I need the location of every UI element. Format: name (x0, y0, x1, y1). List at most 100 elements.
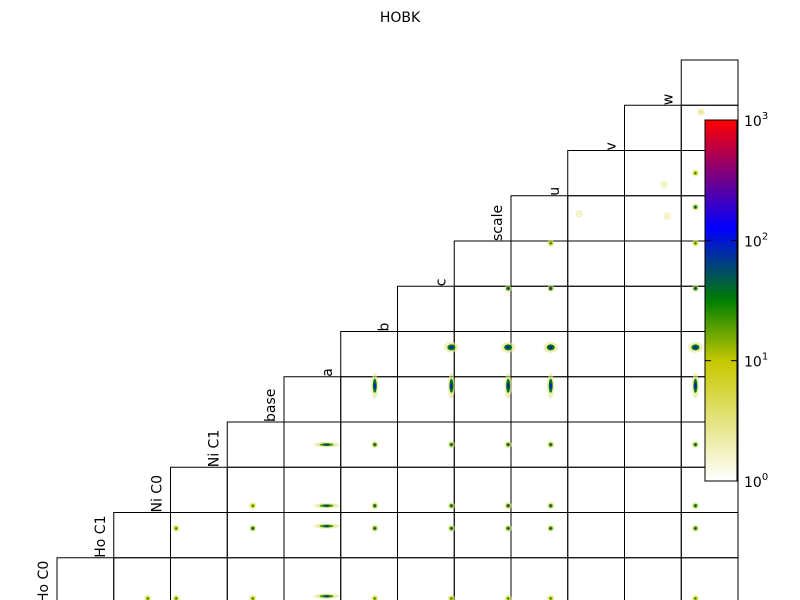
panel-r7-c5 (340, 376, 398, 423)
panel-r7-c9 (567, 376, 625, 423)
panel-r10-c10 (624, 512, 682, 559)
density-cluster (371, 441, 379, 449)
density-cluster (313, 523, 340, 529)
param-label: c (433, 279, 449, 287)
density-cluster (371, 524, 379, 532)
density-core (700, 111, 703, 114)
density-core (549, 597, 552, 600)
density-core (450, 597, 453, 600)
density-cluster (547, 594, 555, 600)
panel-r11-c1 (113, 557, 171, 600)
panel-r0-c11 (680, 59, 739, 106)
panel-r11-c5 (340, 557, 398, 600)
colorbar-tick-label: 102 (744, 231, 768, 250)
density-cluster (447, 594, 456, 600)
density-core (450, 527, 453, 530)
density-core (373, 504, 376, 507)
panel-r3-c10 (624, 195, 682, 242)
density-core (175, 597, 178, 600)
density-cluster (447, 502, 456, 510)
panel-r11-c4 (283, 557, 342, 600)
density-core (373, 443, 376, 446)
density-cluster (547, 502, 555, 510)
panel-r11-c2 (170, 557, 228, 600)
density-core (251, 504, 254, 507)
param-label: a (320, 368, 336, 377)
density-cluster (504, 502, 512, 510)
panel-r11-c6 (397, 557, 455, 600)
panel-r6-c8 (510, 331, 569, 378)
density-core (323, 525, 330, 528)
colorbar-ticks: 100 101 102 103 (705, 111, 768, 491)
panel-r6-c10 (624, 331, 682, 378)
colorbar: 100 101 102 103 (704, 111, 768, 491)
density-cluster (447, 373, 456, 399)
panel-r5-c7 (453, 285, 512, 332)
panel-r9-c7 (453, 466, 512, 513)
density-core (175, 527, 178, 530)
density-core (548, 345, 553, 349)
density-cluster (697, 108, 705, 116)
density-core (693, 345, 698, 349)
density-core (694, 443, 697, 446)
panel-r10-c4 (283, 512, 342, 559)
panel-r8-c7 (453, 421, 512, 468)
density-cluster (371, 373, 379, 399)
panel-grid (56, 59, 739, 600)
param-label: Ni C1 (206, 430, 222, 468)
density-core (373, 382, 376, 389)
density-cluster (504, 373, 512, 399)
chart-title: HOBK (380, 10, 421, 26)
panel-r7-c10 (624, 376, 682, 423)
density-cluster (444, 341, 459, 353)
colorbar-tick-label: 100 (744, 472, 768, 491)
density-core (549, 287, 552, 290)
panel-r10-c2 (170, 512, 228, 559)
panel-r10-c8 (510, 512, 569, 559)
panel-r7-c4 (283, 376, 342, 423)
density-cluster (500, 341, 516, 353)
param-label: Ho C1 (93, 516, 109, 558)
panel-r11-c0 (56, 557, 115, 600)
panel-r9-c8 (510, 466, 569, 513)
param-label: base (263, 389, 279, 422)
panel-r3-c8 (510, 195, 569, 242)
param-label: Ni C0 (150, 475, 166, 513)
panel-r8-c6 (397, 421, 455, 468)
density-cluster (172, 524, 180, 532)
density-core (578, 212, 581, 215)
density-core (507, 287, 510, 290)
panel-r10-c9 (567, 512, 625, 559)
panel-r8-c10 (624, 421, 682, 468)
density-core (694, 206, 697, 209)
density-cluster (447, 441, 456, 449)
param-label: v (604, 142, 620, 150)
density-cluster (691, 594, 700, 600)
panel-r10-c1 (113, 512, 171, 559)
panel-r11-c8 (510, 557, 569, 600)
density-cluster (688, 341, 703, 353)
panel-r9-c2 (170, 466, 228, 513)
density-cluster (691, 373, 700, 399)
colorbar-tick-label: 101 (744, 352, 768, 371)
density-core (694, 242, 697, 245)
colorbar-tick-label: 103 (744, 111, 768, 130)
density-cluster (691, 524, 700, 532)
panel-r9-c5 (340, 466, 398, 513)
density-core (323, 595, 330, 598)
colorbar-gradient (704, 119, 738, 482)
panel-r5-c10 (624, 285, 682, 332)
density-cluster (547, 524, 555, 532)
density-core (507, 443, 510, 446)
panel-r7-c6 (397, 376, 455, 423)
density-core (146, 597, 149, 600)
density-core (549, 382, 552, 389)
density-cluster (691, 169, 700, 177)
panel-r11-c11 (680, 557, 739, 600)
density-core (373, 527, 376, 530)
density-cluster (504, 594, 512, 600)
panel-r11-c3 (226, 557, 285, 600)
density-cluster (172, 594, 180, 600)
density-cluster (371, 594, 379, 600)
